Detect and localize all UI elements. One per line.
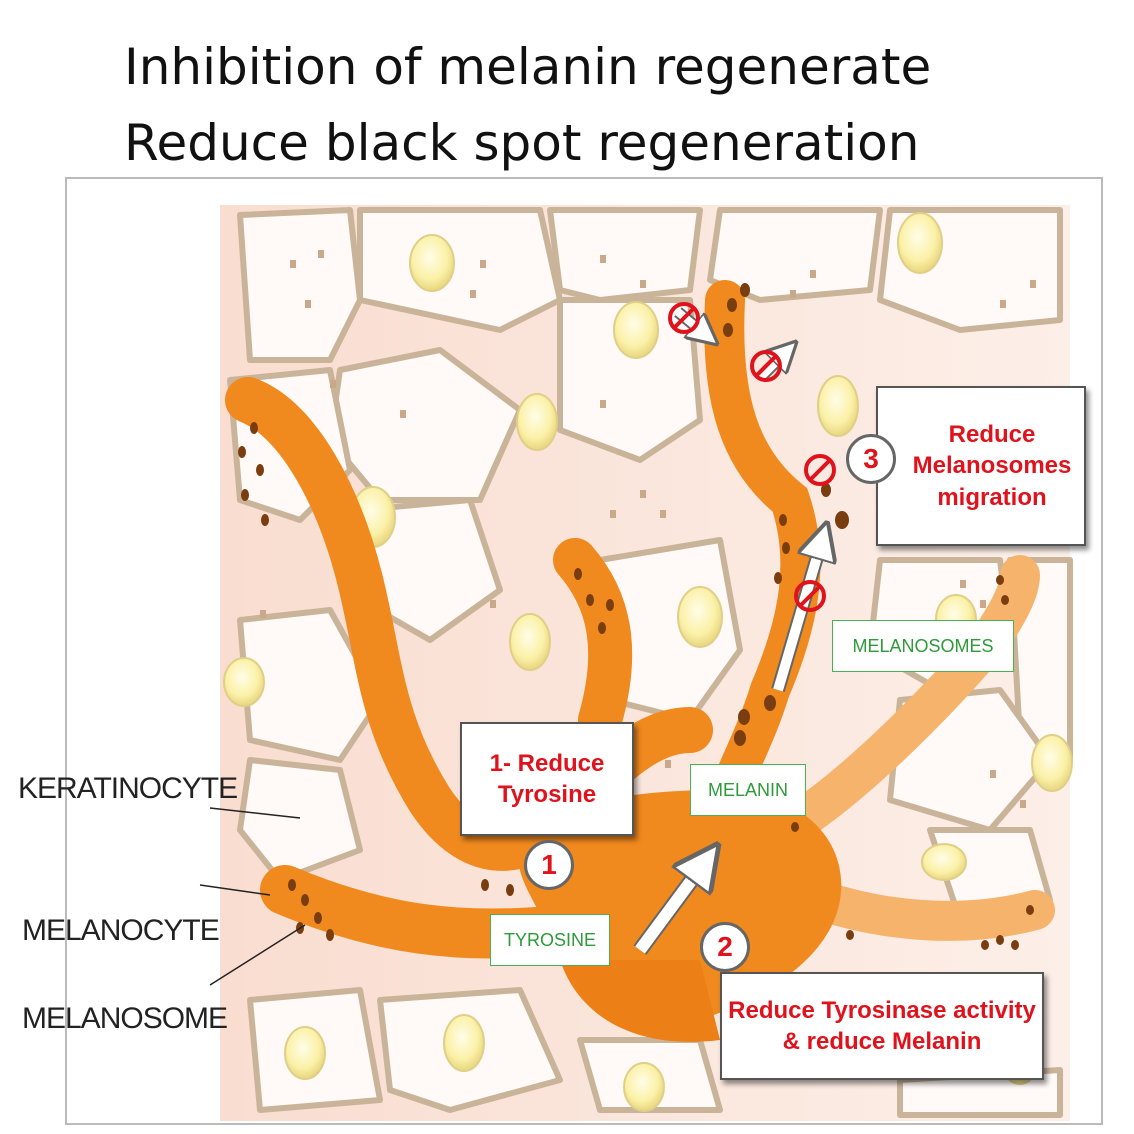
leader-lines (199, 807, 306, 986)
step3-box: Reduce Melanosomes migration (876, 386, 1086, 546)
step1-line2: Tyrosine (497, 781, 597, 808)
prohibition-icons (668, 302, 836, 612)
pigment-granules (260, 250, 1036, 808)
melanosomes-tag: MELANOSOMES (832, 620, 1014, 672)
step-number-1: 1 (524, 840, 574, 890)
melanosome-dots (238, 283, 1034, 950)
step-number-3: 3 (846, 434, 896, 484)
step1-box: 1- Reduce Tyrosine (460, 722, 634, 836)
melanin-tag: MELANIN (690, 764, 806, 816)
melanocyte-label: MELANOCYTE (22, 914, 220, 947)
step3-line2: Melanosomes (912, 452, 1072, 480)
prohibition-icon (804, 454, 836, 486)
tyrosine-tag: TYROSINE (490, 914, 610, 966)
step3-line1: Reduce (948, 421, 1036, 449)
step3-line3: migration (937, 483, 1047, 511)
keratinocyte-label: KERATINOCYTE (18, 772, 238, 805)
prohibition-icon (750, 350, 782, 382)
process-arrows (633, 307, 822, 955)
prohibition-icon (668, 302, 700, 334)
prohibition-icon (794, 580, 826, 612)
melanosome-label: MELANOSOME (22, 1002, 228, 1035)
step1-line1: 1- Reduce (489, 749, 605, 777)
step2-line1: Reduce Tyrosinase activity (728, 996, 1036, 1024)
step-number-2: 2 (700, 922, 750, 972)
title-line-2: Reduce black spot regeneration (124, 114, 920, 172)
step2-line2: & reduce Melanin (782, 1028, 982, 1055)
step2-box: Reduce Tyrosinase activity & reduce Mela… (720, 972, 1044, 1080)
title-line-1: Inhibition of melanin regenerate (124, 38, 932, 96)
